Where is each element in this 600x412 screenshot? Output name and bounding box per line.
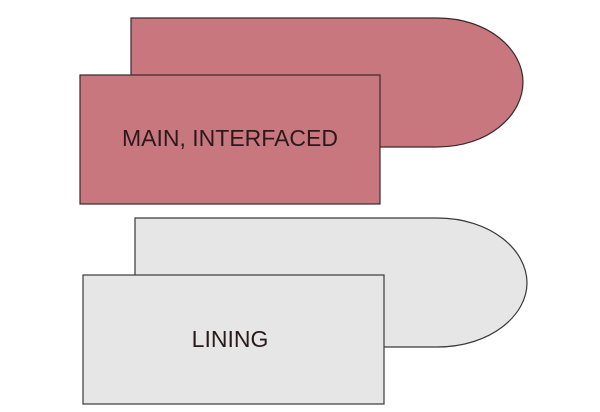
main-rect-piece	[79, 74, 381, 205]
lining-label: LINING	[192, 326, 269, 352]
lining-piece-group: LINING	[82, 217, 528, 405]
lining-rect-piece	[82, 274, 385, 405]
main-interfaced-label: MAIN, INTERFACED	[122, 125, 338, 151]
main-interfaced-piece-group: MAIN, INTERFACED	[79, 17, 524, 205]
